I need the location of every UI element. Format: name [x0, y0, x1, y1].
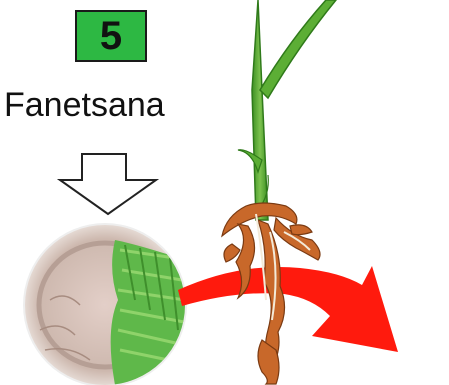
curved-arrow-right-icon [178, 266, 398, 352]
seedling-basin-image [23, 223, 187, 385]
outline-arrow-down-icon [60, 154, 156, 214]
rice-plant [238, 0, 336, 220]
